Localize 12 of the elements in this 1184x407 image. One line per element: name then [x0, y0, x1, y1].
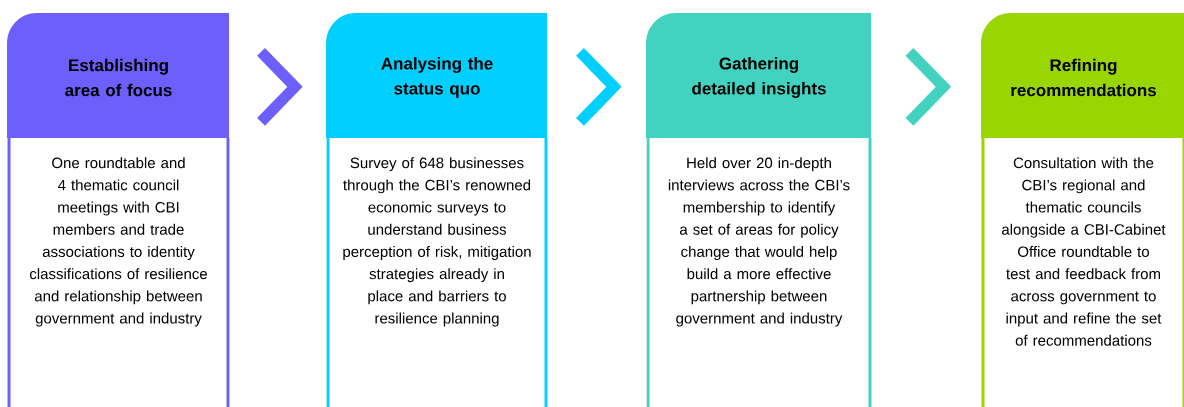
step-column — [7, 13, 230, 407]
step-description: Held over 20 in-depth interviews across the CBI’s membership to identify a set of areas for policy change that would help build a more effective partnership between government and industry — [668, 157, 850, 327]
step-heading: Analysing the status quo — [381, 57, 493, 98]
step-column — [981, 13, 1184, 407]
step-heading: Refining recommendations — [1011, 58, 1156, 97]
step-column — [326, 13, 548, 407]
step-heading: Establishing area of focus — [65, 58, 172, 97]
step-description: One roundtable and 4 thematic council meetings with CBI members and trade associations to identity classifications of resilience and relationship between government and industry — [29, 157, 207, 327]
step-description: Survey of 648 businesses through the CBI’s renowned economic surveys to understand business perception of risk, mitigation strategies already in place and barriers to resilience planning — [343, 157, 531, 327]
step-column — [646, 13, 872, 407]
step-description: Consultation with the CBI’s regional and thematic councils alongside a CBI-Cabinet Office roundtable to test and feedback from across government to input and refine the set of recommendations — [1002, 157, 1166, 346]
step-heading: Gathering detailed insights — [692, 57, 826, 98]
